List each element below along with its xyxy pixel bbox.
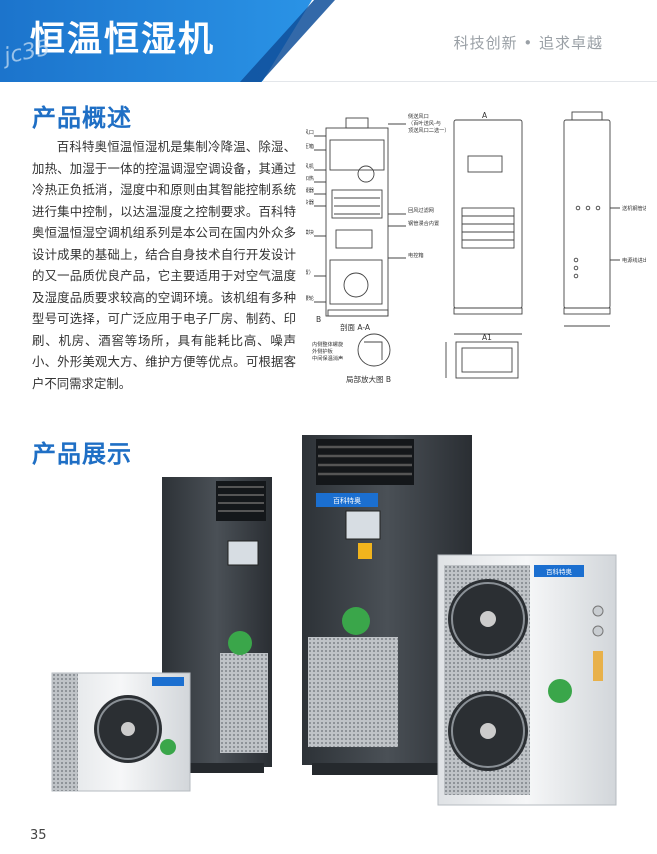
label-left-7: 压缩机（可内置） (306, 268, 314, 276)
label-left-2: 送风风机 (306, 162, 315, 170)
label-left-6: 加湿模块 (306, 228, 315, 236)
page-number: 35 (30, 828, 47, 843)
label-mid-3: 回风过滤网 (408, 206, 434, 214)
detail-note-2: 中间保温消声 (312, 354, 343, 362)
detail-label: 局部放大图 B (346, 374, 391, 384)
label-left-1: 送风静压箱 (306, 142, 314, 150)
label-left-0: 顶送风口 (306, 128, 314, 136)
showcase-heading: 产品展示 (32, 440, 132, 468)
product-photo: 百科特奥 百科特奥 (51, 435, 617, 806)
label-mid-0: 侧送风口 (408, 112, 429, 120)
outdoor-unit-small (51, 672, 191, 792)
label-left-3: PTC辛荒电加热 (306, 174, 315, 182)
label-mid-5: 电控箱 (408, 251, 424, 259)
page-title: 恒温恒湿机 (30, 20, 216, 60)
outdoor-unit-large: 百科特奥 (437, 554, 617, 806)
overview-heading: 产品概述 (32, 104, 132, 132)
header-divider (262, 81, 657, 82)
label-left-5: 蒸发表冷器 (306, 198, 315, 206)
section-label: 剖面 A-A (340, 322, 371, 332)
label-left-8: 移动后出腰轮 (306, 294, 314, 302)
label-right-0: 送机钢管进出孔 (622, 204, 646, 212)
overview-body: 百科特奥恒温恒湿机是集制冷降温、除湿、加热、加湿于一体的控温调湿空调设备，其通过… (32, 139, 296, 391)
slogan: 科技创新 • 追求卓越 (453, 34, 603, 52)
label-mid-4: 钢管漫合内置 (408, 219, 439, 227)
mark-a-top: A (482, 111, 488, 120)
label-right-1: 电源线进出孔 (622, 256, 646, 264)
dim-a1: A1 (482, 333, 492, 342)
label-mid-1: （百叶送风-与 (408, 119, 441, 127)
technical-drawing: 顶送风口 送风静压箱 送风风机 PTC辛荒电加热 除爱余热冷凝器 蒸发表冷器 加… (306, 111, 646, 384)
detail-note-0: 内侧整体螺旋 (312, 340, 344, 348)
badge-outdoor: 百科特奥 (546, 567, 573, 576)
mark-b: B (316, 315, 321, 324)
label-mid-2: 顶送风口二选一） (408, 126, 450, 134)
detail-note-1: 外侧护板 (312, 347, 334, 355)
label-left-4: 除爱余热冷凝器 (306, 186, 315, 194)
badge-large: 百科特奥 (333, 496, 361, 505)
